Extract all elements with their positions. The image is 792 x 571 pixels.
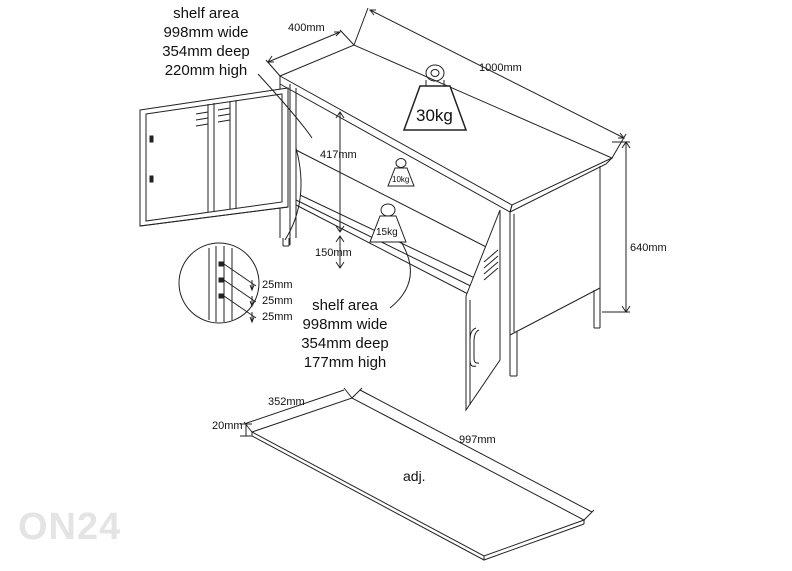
lower-shelf-line2: 998mm wide bbox=[302, 316, 388, 333]
lower-shelf-load-label: 15kg bbox=[376, 227, 398, 238]
upper-shelf-line2: 998mm wide bbox=[163, 24, 249, 41]
weight-icon-lower bbox=[370, 204, 406, 242]
cabinet-right-side bbox=[510, 166, 600, 335]
leader-lines bbox=[258, 74, 410, 308]
lower-shelf-label: shelf area 998mm wide 354mm deep 177mm h… bbox=[286, 296, 404, 372]
panel-width-dimension bbox=[352, 388, 594, 520]
watermark-logo: ON24 bbox=[18, 506, 122, 548]
top-load-label: 30kg bbox=[416, 106, 453, 125]
width-label: 1000mm bbox=[479, 62, 522, 74]
cabinet-legs bbox=[283, 238, 600, 376]
lower-shelf-line3: 354mm deep bbox=[301, 335, 389, 352]
leg-height-label: 150mm bbox=[315, 247, 352, 259]
upper-shelf-line3: 354mm deep bbox=[162, 43, 250, 60]
weight-icon-top bbox=[404, 65, 466, 130]
panel-note-label: adj. bbox=[403, 468, 426, 484]
panel-depth-dimension bbox=[244, 388, 352, 432]
upper-shelf-line4: 220mm high bbox=[164, 62, 248, 79]
height-label: 640mm bbox=[630, 242, 667, 254]
panel-width-label: 997mm bbox=[459, 434, 496, 446]
panel-depth-label: 352mm bbox=[268, 396, 305, 408]
depth-dimension bbox=[266, 30, 354, 76]
right-door[interactable] bbox=[466, 210, 500, 410]
depth-label: 400mm bbox=[288, 22, 325, 34]
upper-shelf-load-label: 10kg bbox=[392, 175, 410, 184]
panel-thickness-label: 20mm bbox=[212, 420, 243, 432]
leg-height-dimension bbox=[336, 236, 344, 268]
inner-height-label: 417mm bbox=[320, 149, 357, 161]
inner-height-dimension bbox=[336, 112, 344, 232]
upper-shelf-label: shelf area 998mm wide 354mm deep 220mm h… bbox=[148, 4, 264, 80]
pitch-label-3: 25mm bbox=[262, 311, 293, 323]
weight-icon-upper bbox=[388, 159, 414, 187]
upper-shelf-line1: shelf area bbox=[173, 5, 239, 22]
lower-shelf-line1: shelf area bbox=[312, 297, 378, 314]
loose-shelf-panel bbox=[252, 398, 584, 560]
lower-shelf-line4: 177mm high bbox=[303, 354, 387, 371]
left-door[interactable] bbox=[140, 88, 288, 226]
height-dimension bbox=[602, 142, 630, 312]
pitch-label-2: 25mm bbox=[262, 295, 293, 307]
shelf-pin-detail bbox=[179, 243, 259, 323]
pitch-label-1: 25mm bbox=[262, 279, 293, 291]
width-dimension bbox=[354, 8, 626, 158]
